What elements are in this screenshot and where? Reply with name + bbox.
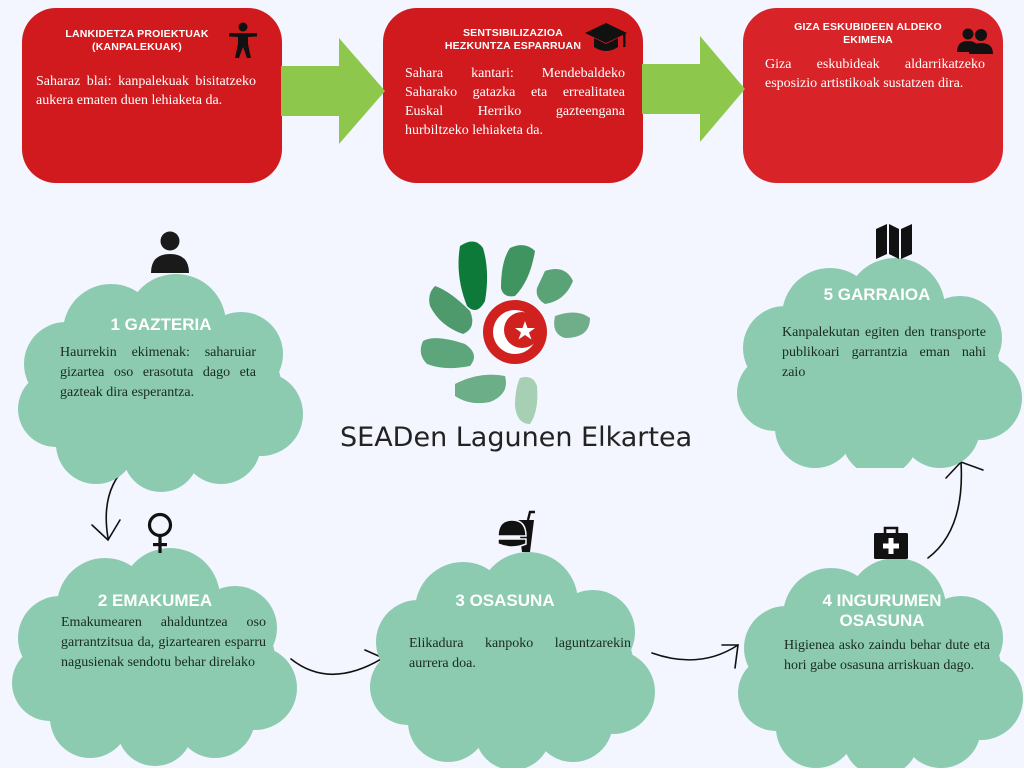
logo-petal	[429, 286, 473, 334]
cloud-title-line: 4 INGURUMEN	[822, 591, 942, 610]
cloud-shape	[370, 552, 655, 768]
card-body: Giza eskubideak aldarrikatzeko esposizio…	[765, 57, 985, 91]
card-title-line: LANKIDETZA PROIEKTUAK	[65, 28, 209, 40]
cloud-title: 5 GARRAIOA	[823, 285, 931, 304]
cloud-body: Emakumearen ahalduntzea oso garrantzitsu…	[61, 615, 266, 670]
female-symbol-icon	[147, 512, 173, 553]
card-giza-eskubideak: GIZA ESKUBIDEEN ALDEKO EKIMENA Giza esku…	[743, 8, 1003, 183]
logo-petal	[501, 245, 535, 297]
logo-petal	[536, 268, 573, 304]
logo-petal	[458, 241, 488, 310]
map-icon	[876, 224, 912, 259]
card-title-line: (KANPALEKUAK)	[92, 41, 182, 53]
cloud-shape	[18, 274, 303, 492]
connector-2-3	[290, 657, 384, 675]
logo-petal	[515, 377, 538, 424]
card-title-line: HEZKUNTZA ESPARRUAN	[444, 40, 582, 52]
logo-petal	[554, 312, 590, 338]
organization-name: SEADen Lagunen Elkartea	[340, 422, 693, 453]
card-title: SENTSIBILIZAZIOA HEZKUNTZA ESPARRUAN	[428, 27, 598, 53]
cloud-shape	[738, 558, 1023, 768]
graduation-cap-icon	[585, 23, 627, 51]
cloud-title: 4 INGURUMEN OSASUNA	[782, 591, 982, 631]
card-title-line: GIZA ESKUBIDEEN ALDEKO	[794, 21, 942, 33]
connector-3-4	[651, 644, 739, 661]
accessibility-person-icon	[229, 22, 257, 58]
connector-1-2-head	[91, 519, 121, 542]
card-title: LANKIDETZA PROIEKTUAK (KANPALEKUAK)	[52, 28, 222, 54]
card-title-line: EKIMENA	[843, 34, 893, 46]
card-body: Saharaz blai: kanpalekuak bisitatzeko au…	[36, 74, 256, 108]
cloud-body: Elikadura kanpoko laguntzarekin aurrera …	[409, 636, 631, 671]
card-lankidetza: LANKIDETZA PROIEKTUAK (KANPALEKUAK) Saha…	[22, 8, 282, 183]
cloud-title: 1 GAZTERIA	[110, 315, 212, 334]
cloud-title: 2 EMAKUMEA	[97, 591, 213, 610]
users-group-icon	[957, 28, 993, 54]
cloud-shape	[12, 548, 297, 766]
cloud-shape	[737, 258, 1022, 468]
card-title: GIZA ESKUBIDEEN ALDEKO EKIMENA	[783, 21, 953, 47]
logo-petal	[455, 374, 506, 404]
fast-food-icon	[497, 510, 535, 552]
cloud-title-line: OSASUNA	[839, 611, 925, 630]
connector-3-4-head	[721, 644, 739, 669]
star-icon	[515, 321, 535, 340]
first-aid-kit-icon	[874, 526, 908, 559]
cloud-body: Higienea asko zaindu behar dute eta hori…	[784, 638, 990, 673]
cloud-body: Kanpalekutan egiten den transporte publi…	[782, 325, 986, 380]
organization-logo	[420, 241, 590, 424]
cloud-title: 3 OSASUNA	[455, 591, 555, 610]
cloud-body: Haurrekin ekimenak: saharuiar gizartea o…	[60, 345, 256, 400]
arrow-right-icon	[281, 38, 385, 144]
logo-petal	[420, 338, 474, 369]
arrow-right-icon	[642, 36, 745, 142]
card-sentsibilizazioa: SENTSIBILIZAZIOA HEZKUNTZA ESPARRUAN Sah…	[383, 8, 643, 183]
person-icon	[151, 231, 189, 273]
card-title-line: SENTSIBILIZAZIOA	[462, 27, 564, 39]
connector-4-5	[927, 461, 963, 559]
card-body: Sahara kantari: Mendebaldeko Saharako ga…	[405, 66, 625, 138]
